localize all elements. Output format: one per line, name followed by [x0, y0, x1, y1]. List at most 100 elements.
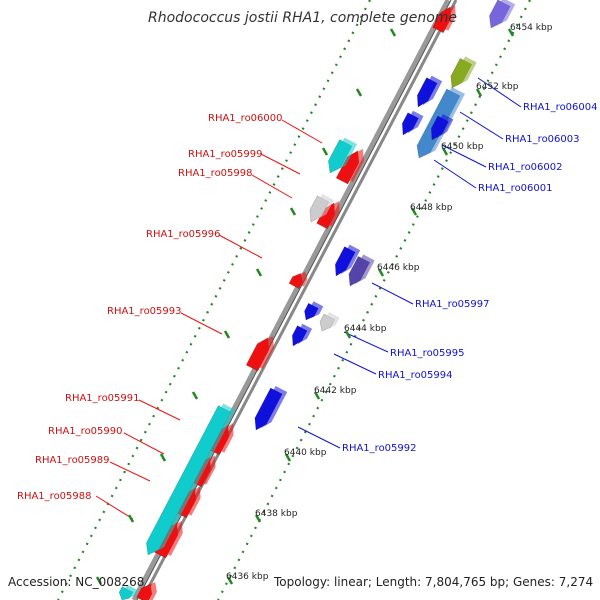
leader-line [433, 159, 477, 189]
tick-label: 6442 kbp [314, 386, 357, 396]
scale-tick-mark [223, 330, 231, 339]
gene-label[interactable]: RHA1_ro05990 [48, 426, 123, 437]
scale-tick-mark [127, 514, 135, 523]
leader-line [333, 353, 377, 375]
scale-tick-mark [226, 576, 234, 585]
leader-line [251, 174, 293, 199]
scale-tick-mark [344, 330, 352, 339]
gene-ro05988-shade [159, 521, 183, 556]
scale-tick-mark [389, 28, 397, 37]
scale-tick-mark [284, 453, 292, 462]
leader-line [138, 399, 181, 421]
left-dotted-line [57, 0, 371, 600]
scale-tick-mark [255, 268, 263, 277]
gene-olive-shade [455, 56, 477, 86]
tick-label: 6450 kbp [441, 142, 484, 152]
gene-ro05991-shade [213, 423, 234, 453]
gene-top-red-shade [437, 5, 456, 31]
gene-ro06003-shade [407, 110, 424, 133]
scale-tick-mark [441, 147, 449, 156]
leader-line [477, 77, 522, 108]
gene-label[interactable]: RHA1_ro05999 [188, 149, 263, 160]
gene-ro05997-shade [340, 244, 361, 274]
gene-purple-shade [353, 254, 375, 284]
gene-ro06004-shade [422, 75, 443, 105]
scale-tick-labels: 6436 kbp 6438 kbp 6440 kbp 6442 kbp 6444… [226, 23, 553, 582]
scale-tick-mark [355, 88, 363, 97]
leader-line [95, 495, 134, 520]
leader-line [218, 234, 263, 259]
forward-gene-labels: RHA1_ro06004 RHA1_ro06003 RHA1_ro06002 R… [342, 102, 598, 454]
gene-label[interactable]: RHA1_ro06004 [523, 102, 598, 113]
leader-line [281, 119, 323, 144]
scale-tick-mark [410, 207, 418, 216]
leader-line [260, 153, 301, 175]
gene-label[interactable]: RHA1_ro06000 [208, 113, 283, 124]
gene-label[interactable]: RHA1_ro05995 [390, 348, 465, 359]
gene-label[interactable]: RHA1_ro05989 [35, 455, 110, 466]
reverse-gene-labels: RHA1_ro06000 RHA1_ro05999 RHA1_ro05998 R… [17, 113, 283, 502]
gene-ro05992-shade [259, 386, 288, 428]
gene-bottom-red-shade [141, 582, 157, 600]
gene-label[interactable]: RHA1_ro05998 [178, 168, 253, 179]
gene-label[interactable]: RHA1_ro05988 [17, 491, 92, 502]
gene-label[interactable]: RHA1_ro05991 [65, 393, 140, 404]
tick-label: 6448 kbp [410, 203, 453, 213]
genome-title: Rhodococcus jostii RHA1, complete genome [148, 10, 457, 26]
tick-label: 6436 kbp [226, 572, 269, 582]
scale-ticks [95, 28, 515, 585]
gene-ro05996-shade [294, 271, 308, 287]
gene-ro06000-cyan-shade [333, 137, 357, 171]
gene-ro06001-shade [436, 114, 454, 138]
gene-label[interactable]: RHA1_ro05996 [146, 229, 221, 240]
gene-cyan-long-shade [151, 403, 236, 553]
gene-label[interactable]: RHA1_ro05993 [107, 306, 182, 317]
scale-tick-mark [254, 514, 262, 523]
scale-tick-mark [507, 28, 515, 37]
gene-label[interactable]: RHA1_ro06002 [488, 162, 563, 173]
tick-label: 6444 kbp [344, 324, 387, 334]
gene-ro05993-shade [251, 335, 274, 369]
leader-line [123, 432, 165, 455]
gene-ro05990-shade [195, 455, 216, 485]
leader-line [297, 426, 341, 449]
gene-ro05999-shade [341, 148, 364, 182]
gene-gray-shade [314, 193, 334, 220]
scale-tick-mark [191, 391, 199, 400]
gene-ro05998-shade [321, 201, 340, 227]
gene-gray-right-shade [325, 312, 340, 329]
scale-tick-mark [95, 576, 103, 585]
leader-line [441, 144, 487, 168]
gene-ro05994-shade [297, 323, 313, 344]
scale-tick-mark [475, 88, 483, 97]
tick-label: 6440 kbp [284, 448, 327, 458]
gene-label[interactable]: RHA1_ro05994 [378, 370, 453, 381]
tick-label: 6438 kbp [255, 509, 298, 519]
accession-text: Accession: NC_008268 [8, 575, 144, 589]
leader-line [371, 282, 414, 305]
scale-tick-mark [321, 147, 329, 156]
tick-label: 6454 kbp [510, 23, 553, 33]
gene-label[interactable]: RHA1_ro05997 [415, 299, 490, 310]
genome-summary-text: Topology: linear; Length: 7,804,765 bp; … [273, 575, 593, 589]
scale-tick-mark [159, 453, 167, 462]
leader-line [459, 111, 504, 140]
gene-ro05995-shade [309, 301, 324, 318]
gene-label[interactable]: RHA1_ro06001 [478, 183, 553, 194]
gene-label[interactable]: RHA1_ro05992 [342, 443, 417, 454]
gene-ro05989-shade [180, 486, 201, 516]
tick-label: 6446 kbp [377, 263, 420, 273]
gene-features [118, 0, 516, 600]
scale-tick-mark [313, 391, 321, 400]
gene-bottom-cyan-shade [124, 584, 138, 598]
leader-line [180, 312, 223, 335]
tick-label: 6452 kbp [476, 82, 519, 92]
scale-tick-mark [289, 207, 297, 216]
gene-top-purple-shade [494, 0, 516, 26]
scale-tick-mark [377, 268, 385, 277]
label-leader-lines [95, 77, 522, 520]
leader-line [343, 331, 389, 353]
gene-label[interactable]: RHA1_ro06003 [505, 134, 580, 145]
